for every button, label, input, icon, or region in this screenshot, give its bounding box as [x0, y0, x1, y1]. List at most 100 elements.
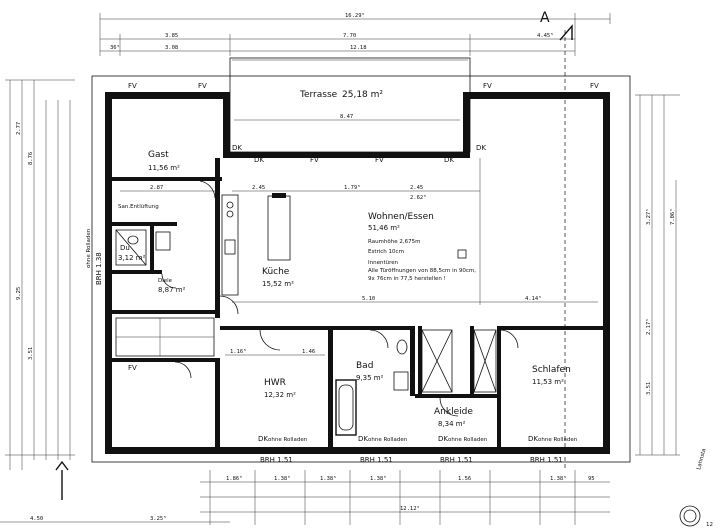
- interior-dim-lines: [120, 158, 598, 356]
- window-dk-4: DK: [476, 144, 486, 152]
- left-brh-note: BRH 1.38: [95, 252, 103, 285]
- room-kueche-name: Küche: [262, 267, 290, 277]
- room-terrasse-area: 25,18 m²: [342, 90, 383, 100]
- room-diele-name: Diele: [158, 278, 173, 284]
- dim-bot-b: 1.38⁵: [274, 475, 291, 482]
- stamp-text-1: Lahnsta: [696, 448, 707, 471]
- stamp-text-2: 12: [706, 522, 713, 528]
- dim-bot-e: 1.56: [458, 476, 471, 482]
- bath-fixtures: [335, 339, 409, 436]
- dim-bot-total: 12.12⁵: [400, 505, 420, 512]
- window-fv-5: FV: [310, 156, 319, 164]
- window-dk-6: DK: [358, 435, 368, 443]
- room-dusche-name: Du: [120, 244, 130, 252]
- outlet-symbol: [457, 249, 467, 259]
- bottom-brh-1: BRH 1.51: [260, 456, 293, 464]
- dim-top-b: 7.70: [343, 33, 356, 39]
- window-labels: FV FV FV FV DK FV FV DK DK DK FV DK DK D…: [128, 82, 599, 443]
- door-swings: [161, 180, 519, 417]
- window-dk-2: DK: [444, 156, 454, 164]
- dim-terrace-width: 8.47: [340, 114, 353, 120]
- bottom-brh-4: BRH 1.51: [530, 456, 563, 464]
- note-san-entl: San.Entlüftung: [118, 204, 159, 210]
- room-bad-name: Bad: [356, 361, 373, 371]
- room-schlafen-name: Schlafen: [532, 365, 571, 375]
- dim-bot-g: 95: [588, 476, 595, 482]
- dim-wohn-b: 1.79⁵: [344, 184, 361, 191]
- note-raumhoehe: Raumhöhe 2,675m: [368, 239, 421, 245]
- dim-right-c: 2.17⁵: [645, 318, 652, 335]
- section-marker-bottom: [55, 460, 69, 500]
- dim-top-f: 36⁵: [110, 44, 120, 51]
- window-dk-7: DK: [438, 435, 448, 443]
- left-dimension-lines: [5, 79, 75, 470]
- room-wohnen-name: Wohnen/Essen: [368, 212, 434, 222]
- room-dusche-area: 3,12 m²: [118, 254, 146, 262]
- window-fv-7: FV: [128, 364, 137, 372]
- bottom-ohne-4: ohne Rolladen: [538, 437, 578, 443]
- dim-bot-f: 1.38⁵: [550, 475, 567, 482]
- dim-mid-a: 5.10: [362, 296, 375, 302]
- right-dimension-lines: [635, 94, 680, 456]
- dim-top-e: 12.18: [350, 45, 367, 51]
- bottom-brh-3: BRH 1.51: [440, 456, 473, 464]
- room-gast-area: 11,56 m²: [148, 164, 180, 172]
- section-label: A: [540, 10, 550, 26]
- dim-right-a: 3.27⁵: [645, 208, 652, 225]
- room-hwr-area: 12,32 m²: [264, 391, 296, 399]
- note-innentueren: Innentüren: [368, 260, 399, 266]
- window-dk-8: DK: [528, 435, 538, 443]
- dim-bot-left: 4.50: [30, 516, 43, 522]
- kitchen-fixtures: [221, 193, 291, 296]
- dim-mid-b: 4.14⁵: [525, 295, 542, 302]
- window-fv-2: FV: [198, 82, 207, 90]
- dim-top-a: 3.85: [165, 33, 178, 39]
- room-schlafen-area: 11,53 m²: [532, 378, 564, 386]
- note-tueren-2: 9x 76cm in 77,5 herstellen !: [368, 276, 446, 282]
- dim-left-d: 3.51: [28, 347, 34, 360]
- section-marker: [559, 24, 573, 470]
- bottom-ohne-3: ohne Rolladen: [448, 437, 488, 443]
- dim-left-c: 9.25: [16, 287, 22, 300]
- dim-wohn-c: 2.45: [410, 185, 423, 191]
- window-dk-3: DK: [232, 144, 242, 152]
- room-diele-area: 8,87 m²: [158, 286, 186, 294]
- dim-bot-left2: 3.25⁵: [150, 515, 167, 522]
- note-estrich: Estrich 10cm: [368, 249, 404, 255]
- window-dk-1: DK: [254, 156, 264, 164]
- window-fv-6: FV: [375, 156, 384, 164]
- dim-top-total: 16.29⁵: [345, 12, 365, 19]
- bottom-window-notes: ohne Rolladen BRH 1.51 ohne Rolladen BRH…: [260, 437, 578, 464]
- dim-left-a: 2.77: [16, 122, 22, 135]
- dim-wohn-a: 2.45: [252, 185, 265, 191]
- dim-left-b: 8.76: [28, 152, 34, 165]
- dim-hwr-b: 1.46: [302, 349, 315, 355]
- dim-right-b: 7.06⁵: [669, 208, 676, 225]
- room-bad-area: 9,35 m²: [356, 374, 384, 382]
- left-ohne-rolladen: ohne Rolladen: [86, 228, 92, 268]
- room-wohnen-area: 51,46 m²: [368, 224, 400, 232]
- bottom-dimension-lines: [0, 470, 610, 525]
- exterior-walls: [105, 92, 610, 454]
- dim-top-c: 4.45⁵: [537, 32, 554, 39]
- window-fv-3: FV: [483, 82, 492, 90]
- room-gast-name: Gast: [148, 150, 169, 160]
- bottom-ohne-2: ohne Rolladen: [368, 437, 408, 443]
- room-terrasse-name: Terrasse: [299, 90, 338, 100]
- dim-bot-d: 1.38⁵: [370, 475, 387, 482]
- top-dimension-lines: [99, 13, 611, 56]
- bottom-ohne-1: ohne Rolladen: [268, 437, 308, 443]
- shower-fixtures: [115, 229, 171, 266]
- dim-right-d: 3.51: [646, 382, 652, 395]
- room-ankleide-area: 8,34 m²: [438, 420, 466, 428]
- diele-fixtures: [115, 317, 215, 357]
- dim-hwr-a: 1.16⁵: [230, 348, 247, 355]
- room-hwr-name: HWR: [264, 378, 286, 388]
- note-tueren-1: Alle Türöffnungen von 88,5cm in 90cm,: [368, 268, 476, 274]
- bottom-brh-2: BRH 1.51: [360, 456, 393, 464]
- room-ankleide-name: Ankleide: [434, 407, 473, 417]
- wardrobes: [421, 329, 497, 393]
- room-kueche-area: 15,52 m²: [262, 280, 294, 288]
- dim-bot-c: 1.38⁵: [320, 475, 337, 482]
